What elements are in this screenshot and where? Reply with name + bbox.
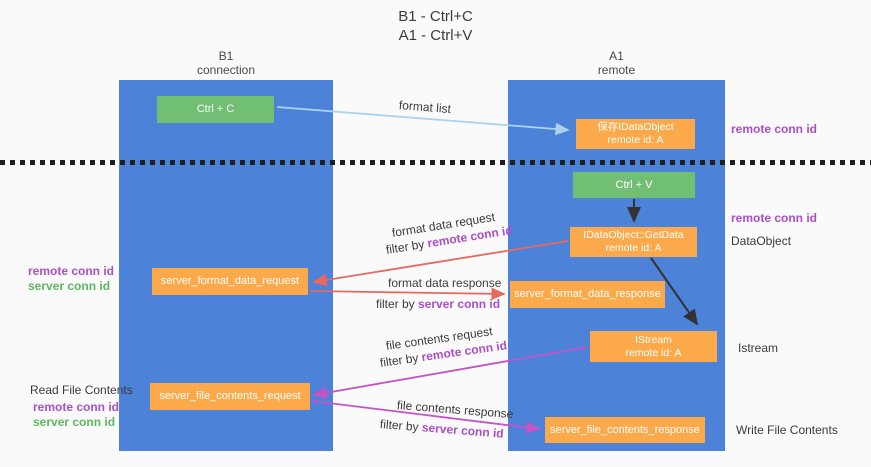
node-getdata-line2: remote id: A — [605, 242, 662, 254]
annotation-left-remote-conn-id-bottom: remote conn id — [33, 400, 120, 414]
node-istream-line2: remote id: A — [625, 346, 682, 359]
node-ctrl-c-label: Ctrl + C — [196, 103, 235, 115]
label-file-contents-response: file contents response — [396, 398, 514, 422]
node-format-request-label: server_format_data_request — [160, 275, 300, 287]
node-ctrl-v: Ctrl + V — [573, 172, 695, 198]
node-server-file-contents-request: server_file_contents_request — [150, 383, 310, 410]
node-ctrl-v-label: Ctrl + V — [615, 178, 653, 191]
node-file-response-label: server_file_contents_response — [550, 423, 700, 436]
label-filter-server-2: filter by server conn id — [379, 417, 504, 441]
diagram-title: B1 - Ctrl+C A1 - Ctrl+V — [0, 7, 871, 45]
annotation-remote-conn-id-top: remote conn id — [731, 122, 818, 136]
node-server-file-contents-response: server_file_contents_response — [545, 417, 705, 443]
arrow-format-request-to-response — [309, 287, 506, 301]
lane-a1-name: A1 — [609, 49, 624, 63]
node-istream-line1: IStream — [635, 333, 672, 346]
node-server-format-data-request: server_format_data_request — [152, 268, 308, 295]
lane-a1-role: remote — [597, 63, 636, 77]
lane-header-a1: A1 remote — [508, 49, 725, 77]
title-line-2: A1 - Ctrl+V — [398, 27, 473, 44]
filter-by-text: filter by — [379, 350, 420, 370]
lane-b1-name: B1 — [218, 49, 234, 63]
filter-by-text: filter by — [384, 237, 426, 257]
annotation-read-file-contents: Read File Contents — [30, 383, 133, 397]
lane-header-b1: B1 connection — [119, 49, 333, 77]
node-save-idataobject-line2: remote id: A — [607, 134, 664, 146]
node-save-idataobject: 保存IDataObject remote id: A — [576, 119, 695, 149]
node-idataobject-getdata: IDataObject::GetData remote id: A — [570, 227, 697, 257]
label-filter-server-1: filter by server conn id — [376, 297, 500, 311]
lane-b1-role: connection — [196, 63, 256, 77]
filter-by-text: filter by — [376, 297, 415, 311]
annotation-istream: Istream — [738, 341, 779, 355]
title-line-1: B1 - Ctrl+C — [398, 8, 473, 25]
annotation-remote-conn-id-mid: remote conn id — [731, 211, 818, 225]
annotation-left-server-conn-id-top: server conn id — [28, 279, 111, 293]
node-server-format-data-response: server_format_data_response — [510, 281, 665, 308]
label-format-data-response: format data response — [388, 276, 502, 290]
node-file-request-label: server_file_contents_request — [159, 390, 301, 402]
annotation-left-remote-conn-id-top: remote conn id — [28, 264, 115, 278]
server-conn-id-text: server conn id — [421, 420, 505, 441]
node-ctrl-c: Ctrl + C — [157, 96, 274, 123]
server-conn-id-text: server conn id — [418, 297, 501, 311]
annotation-left-server-conn-id-bottom: server conn id — [33, 415, 116, 429]
annotation-dataobject: DataObject — [731, 234, 792, 248]
filter-by-text: filter by — [379, 417, 420, 435]
annotation-write-file-contents: Write File Contents — [736, 423, 838, 437]
node-istream: IStream remote id: A — [590, 331, 717, 362]
phase-separator-dashed-line — [0, 160, 871, 165]
node-getdata-line1: IDataObject::GetData — [583, 229, 684, 241]
label-format-list: format list — [398, 98, 452, 117]
node-save-idataobject-line1: 保存IDataObject — [597, 121, 674, 133]
node-format-response-label: server_format_data_response — [514, 288, 661, 300]
